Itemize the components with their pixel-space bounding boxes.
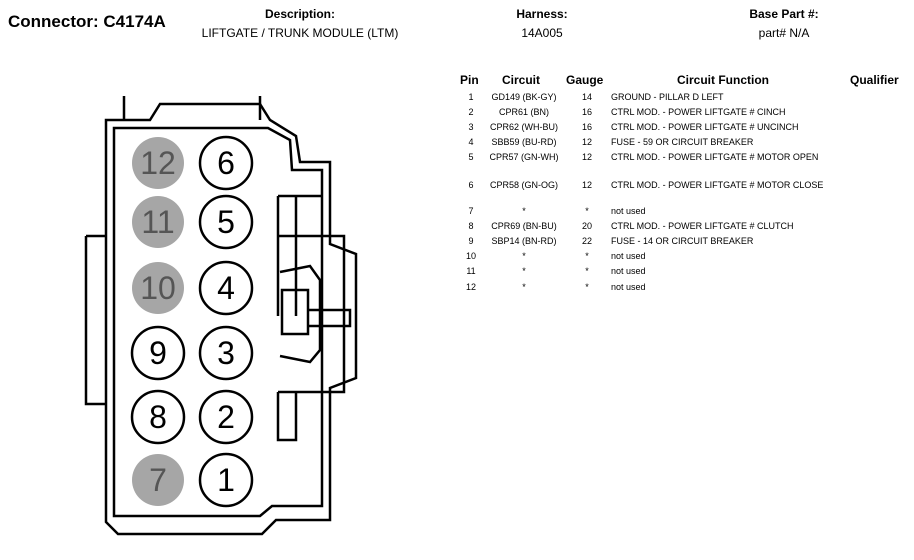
pin-5: 5 bbox=[198, 194, 254, 250]
function-cell: FUSE - 14 OR CIRCUIT BREAKER bbox=[611, 236, 754, 246]
function-cell: not used bbox=[611, 206, 646, 216]
pin-cell: 8 bbox=[468, 221, 474, 231]
column-header-qualifier: Qualifier bbox=[850, 73, 899, 87]
function-cell: GROUND - PILLAR D LEFT bbox=[611, 92, 724, 102]
pin-cell: 9 bbox=[468, 236, 474, 246]
pin-2: 2 bbox=[198, 389, 254, 445]
pin-circle bbox=[130, 325, 186, 381]
gauge-cell: 14 bbox=[581, 92, 592, 102]
gauge-cell: * bbox=[585, 282, 589, 292]
pin-number-label: 12 bbox=[140, 145, 176, 181]
pin-number-label: 6 bbox=[217, 145, 235, 181]
pin-circle bbox=[198, 325, 254, 381]
pin-cell: 3 bbox=[468, 122, 474, 132]
pin-cell: 1 bbox=[468, 92, 474, 102]
pin-cell: 7 bbox=[468, 206, 474, 216]
pin-circle bbox=[130, 389, 186, 445]
circuit-cell: * bbox=[522, 206, 526, 216]
function-cell: CTRL MOD. - POWER LIFTGATE # CLUTCH bbox=[611, 221, 794, 231]
pin-circle bbox=[198, 260, 254, 316]
function-cell: CTRL MOD. - POWER LIFTGATE # CINCH bbox=[611, 107, 786, 117]
harness-label: Harness: bbox=[516, 7, 568, 21]
pin-cell: 5 bbox=[468, 152, 474, 162]
circuit-cell: GD149 (BK-GY) bbox=[491, 92, 557, 102]
pin-number-label: 9 bbox=[149, 335, 167, 371]
pin-10: 10 bbox=[132, 262, 184, 314]
function-cell: CTRL MOD. - POWER LIFTGATE # MOTOR CLOSE bbox=[611, 180, 824, 190]
function-cell: CTRL MOD. - POWER LIFTGATE # MOTOR OPEN bbox=[611, 152, 819, 162]
gauge-cell: 20 bbox=[581, 221, 592, 231]
connector-housing bbox=[84, 96, 358, 536]
column-header-pin: Pin bbox=[460, 73, 479, 87]
function-cell: not used bbox=[611, 266, 646, 276]
pin-circle bbox=[132, 137, 184, 189]
base-part-value: part# N/A bbox=[758, 26, 810, 40]
gauge-cell: * bbox=[585, 266, 589, 276]
connector-title: Connector: C4174A bbox=[8, 12, 166, 31]
column-header-gauge: Gauge bbox=[566, 73, 604, 87]
pin-number-label: 10 bbox=[140, 270, 176, 306]
pin-circle bbox=[198, 135, 254, 191]
function-cell: FUSE - 59 OR CIRCUIT BREAKER bbox=[611, 137, 754, 147]
description-label: Description: bbox=[264, 7, 335, 21]
pin-number-label: 8 bbox=[149, 399, 167, 435]
pin-number-label: 4 bbox=[217, 270, 235, 306]
pin-cell: 11 bbox=[466, 266, 476, 276]
pin-9: 9 bbox=[130, 325, 186, 381]
gauge-cell: 12 bbox=[581, 180, 592, 190]
pin-cell: 4 bbox=[468, 137, 474, 147]
function-cell: not used bbox=[611, 282, 646, 292]
pin-number-label: 11 bbox=[141, 204, 174, 240]
circuit-cell: * bbox=[522, 251, 526, 261]
pin-number-label: 5 bbox=[217, 204, 235, 240]
pin-7: 7 bbox=[132, 454, 184, 506]
pin-cell: 6 bbox=[468, 180, 474, 190]
column-header-function: Circuit Function bbox=[677, 73, 769, 87]
pin-circle bbox=[198, 389, 254, 445]
gauge-cell: 12 bbox=[581, 152, 592, 162]
pin-number-label: 7 bbox=[149, 462, 167, 498]
pin-number-label: 2 bbox=[217, 399, 235, 435]
pin-circle bbox=[198, 194, 254, 250]
pin-circle bbox=[198, 452, 254, 508]
function-cell: not used bbox=[611, 251, 646, 261]
harness-value: 14A005 bbox=[521, 26, 563, 40]
circuit-cell: SBB59 (BU-RD) bbox=[491, 137, 557, 147]
circuit-cell: * bbox=[522, 282, 526, 292]
pin-circle bbox=[132, 262, 184, 314]
pin-4: 4 bbox=[198, 260, 254, 316]
connector-face-diagram: 12 6 11 5 10 4 9 3 8 2 7 1 bbox=[84, 96, 358, 536]
pin-cell: 2 bbox=[468, 107, 474, 117]
pin-cell: 10 bbox=[465, 251, 476, 261]
base-part-label: Base Part #: bbox=[749, 7, 819, 21]
circuit-cell: CPR58 (GN-OG) bbox=[489, 180, 558, 190]
pin-3: 3 bbox=[198, 325, 254, 381]
function-cell: CTRL MOD. - POWER LIFTGATE # UNCINCH bbox=[611, 122, 799, 132]
circuit-cell: CPR61 (BN) bbox=[498, 107, 549, 117]
pin-cell: 12 bbox=[465, 282, 476, 292]
gauge-cell: * bbox=[585, 206, 589, 216]
pin-circle bbox=[132, 196, 184, 248]
pin-1: 1 bbox=[198, 452, 254, 508]
pin-grid: 12 6 11 5 10 4 9 3 8 2 7 1 bbox=[130, 135, 254, 508]
description-value: LIFTGATE / TRUNK MODULE (LTM) bbox=[201, 26, 399, 40]
pin-number-label: 3 bbox=[217, 335, 235, 371]
column-header-circuit: Circuit bbox=[502, 73, 541, 87]
circuit-cell: * bbox=[522, 266, 526, 276]
circuit-cell: CPR62 (WH-BU) bbox=[489, 122, 558, 132]
gauge-cell: 12 bbox=[581, 137, 592, 147]
circuit-cell: CPR69 (BN-BU) bbox=[491, 221, 557, 231]
pin-circle bbox=[132, 454, 184, 506]
circuit-cell: CPR57 (GN-WH) bbox=[489, 152, 559, 162]
pin-6: 6 bbox=[198, 135, 254, 191]
pin-8: 8 bbox=[130, 389, 186, 445]
pin-number-label: 1 bbox=[217, 462, 235, 498]
pin-12: 12 bbox=[132, 137, 184, 189]
gauge-cell: * bbox=[585, 251, 589, 261]
circuit-cell: SBP14 (BN-RD) bbox=[491, 236, 557, 246]
pin-11: 11 bbox=[132, 196, 184, 248]
gauge-cell: 22 bbox=[581, 236, 592, 246]
gauge-cell: 16 bbox=[581, 122, 592, 132]
gauge-cell: 16 bbox=[581, 107, 592, 117]
